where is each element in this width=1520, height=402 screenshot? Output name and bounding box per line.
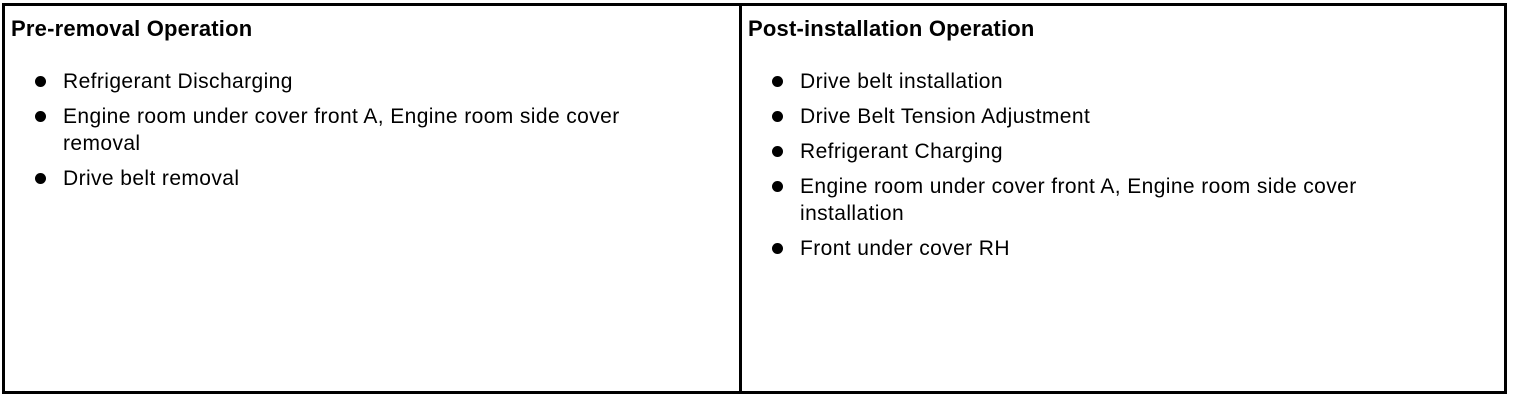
- list-item: Drive belt removal: [9, 165, 731, 192]
- pre-removal-column: Pre-removal Operation Refrigerant Discha…: [5, 6, 742, 391]
- pre-removal-list: Refrigerant Discharging Engine room unde…: [9, 68, 731, 192]
- bullet-icon: [35, 111, 46, 122]
- post-installation-header: Post-installation Operation: [748, 16, 1035, 41]
- list-item: Refrigerant Charging: [746, 138, 1496, 165]
- post-installation-list: Drive belt installation Drive Belt Tensi…: [746, 68, 1496, 262]
- list-item-text: Refrigerant Charging: [800, 140, 1003, 163]
- post-installation-column: Post-installation Operation Drive belt i…: [742, 6, 1504, 391]
- bullet-icon: [772, 243, 783, 254]
- list-item-text: Drive Belt Tension Adjustment: [800, 105, 1091, 128]
- bullet-icon: [35, 173, 46, 184]
- list-item-text: Engine room under cover front A, Engine …: [63, 105, 620, 155]
- pre-removal-header: Pre-removal Operation: [11, 16, 253, 41]
- list-item-text: Front under cover RH: [800, 237, 1010, 260]
- bullet-icon: [772, 76, 783, 87]
- list-item-text: Drive belt removal: [63, 167, 240, 190]
- list-item-text: Engine room under cover front A, Engine …: [800, 175, 1357, 225]
- list-item: Refrigerant Discharging: [9, 68, 731, 95]
- bullet-icon: [772, 146, 783, 157]
- list-item: Front under cover RH: [746, 235, 1496, 262]
- bullet-icon: [35, 76, 46, 87]
- list-item: Drive belt installation: [746, 68, 1496, 95]
- list-item-text: Drive belt installation: [800, 70, 1003, 93]
- operations-table: Pre-removal Operation Refrigerant Discha…: [2, 3, 1507, 394]
- bullet-icon: [772, 181, 783, 192]
- list-item: Engine room under cover front A, Engine …: [746, 173, 1496, 227]
- list-item: Engine room under cover front A, Engine …: [9, 103, 731, 157]
- list-item: Drive Belt Tension Adjustment: [746, 103, 1496, 130]
- list-item-text: Refrigerant Discharging: [63, 70, 293, 93]
- bullet-icon: [772, 111, 783, 122]
